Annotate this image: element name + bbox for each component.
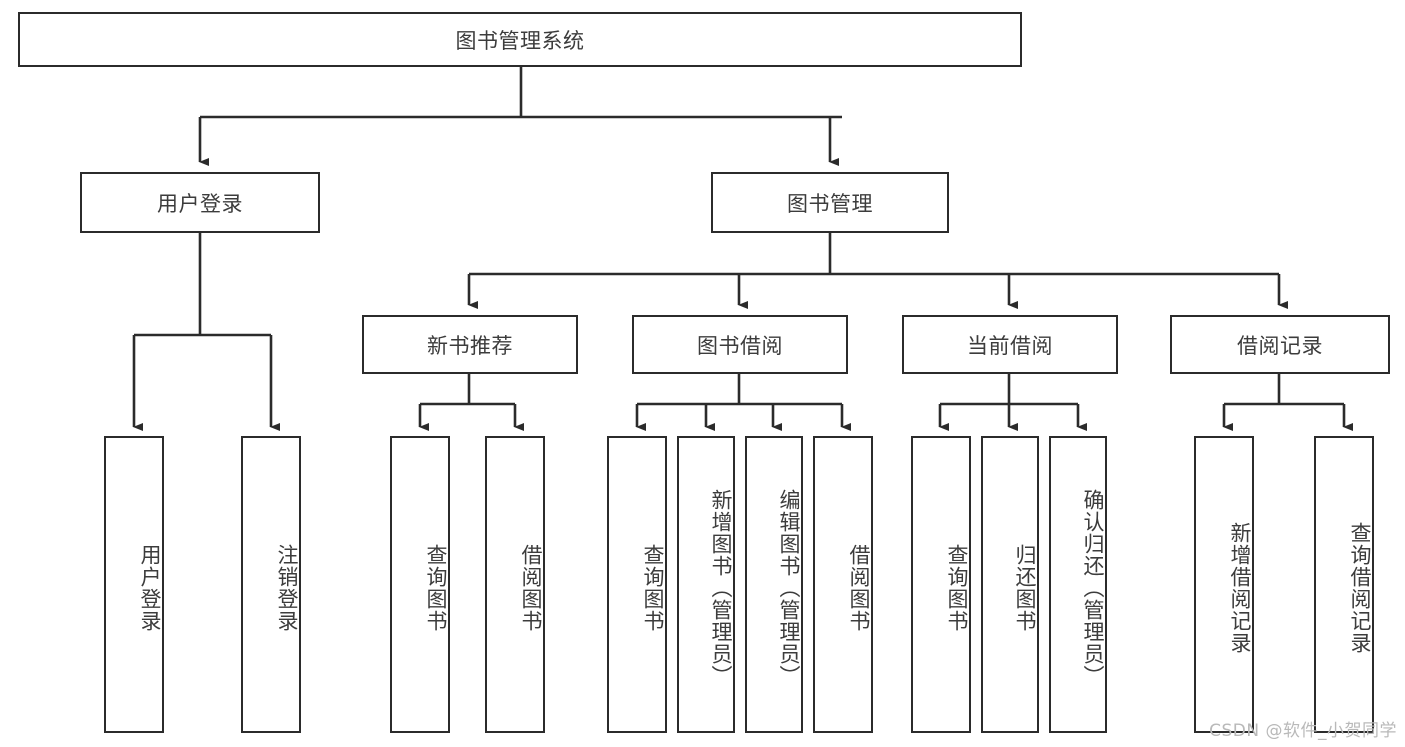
leaf-borrow-borrow-book-label: 借阅图书 xyxy=(847,543,871,632)
leaf-records-query-label: 查询借阅记录 xyxy=(1348,521,1372,654)
node-root-label: 图书管理系统 xyxy=(455,28,585,53)
leaf-current-query-label: 查询图书 xyxy=(945,543,969,632)
leaf-records-add-label: 新增借阅记录 xyxy=(1228,521,1252,654)
csdn-watermark: CSDN @软件_小贺同学 xyxy=(1209,721,1397,741)
node-book-management-label: 图书管理 xyxy=(787,191,873,216)
leaf-user-login-label: 用户登录 xyxy=(138,543,162,632)
leaf-current-return[interactable]: 归还图书 xyxy=(981,436,1039,733)
node-root[interactable]: 图书管理系统 xyxy=(18,12,1022,67)
leaf-current-confirm-return-label: 确认归还（管理员） xyxy=(1081,488,1105,687)
node-new-book-recommend-label: 新书推荐 xyxy=(427,333,513,358)
node-book-borrow[interactable]: 图书借阅 xyxy=(632,315,848,374)
leaf-borrow-edit-book[interactable]: 编辑图书（管理员） xyxy=(745,436,803,733)
leaf-borrow-edit-book-label: 编辑图书（管理员） xyxy=(777,488,801,687)
node-book-management[interactable]: 图书管理 xyxy=(711,172,949,233)
leaf-current-confirm-return[interactable]: 确认归还（管理员） xyxy=(1049,436,1107,733)
leaf-records-add[interactable]: 新增借阅记录 xyxy=(1194,436,1254,733)
node-current-borrow[interactable]: 当前借阅 xyxy=(902,315,1118,374)
leaf-borrow-add-book[interactable]: 新增图书（管理员） xyxy=(677,436,735,733)
node-current-borrow-label: 当前借阅 xyxy=(967,333,1053,358)
leaf-borrow-query-label: 查询图书 xyxy=(641,543,665,632)
leaf-current-query[interactable]: 查询图书 xyxy=(911,436,971,733)
leaf-newbook-query[interactable]: 查询图书 xyxy=(390,436,450,733)
node-borrow-records-label: 借阅记录 xyxy=(1237,333,1323,358)
node-user-login-label: 用户登录 xyxy=(157,191,243,216)
leaf-newbook-query-label: 查询图书 xyxy=(424,543,448,632)
leaf-user-logout-label: 注销登录 xyxy=(275,543,299,632)
leaf-borrow-add-book-label: 新增图书（管理员） xyxy=(709,488,733,687)
leaf-current-return-label: 归还图书 xyxy=(1013,543,1037,632)
leaf-borrow-borrow-book[interactable]: 借阅图书 xyxy=(813,436,873,733)
node-borrow-records[interactable]: 借阅记录 xyxy=(1170,315,1390,374)
leaf-newbook-borrow[interactable]: 借阅图书 xyxy=(485,436,545,733)
node-book-borrow-label: 图书借阅 xyxy=(697,333,783,358)
leaf-user-logout[interactable]: 注销登录 xyxy=(241,436,301,733)
node-user-login[interactable]: 用户登录 xyxy=(80,172,320,233)
leaf-records-query[interactable]: 查询借阅记录 xyxy=(1314,436,1374,733)
leaf-newbook-borrow-label: 借阅图书 xyxy=(519,543,543,632)
leaf-borrow-query[interactable]: 查询图书 xyxy=(607,436,667,733)
node-new-book-recommend[interactable]: 新书推荐 xyxy=(362,315,578,374)
leaf-user-login[interactable]: 用户登录 xyxy=(104,436,164,733)
